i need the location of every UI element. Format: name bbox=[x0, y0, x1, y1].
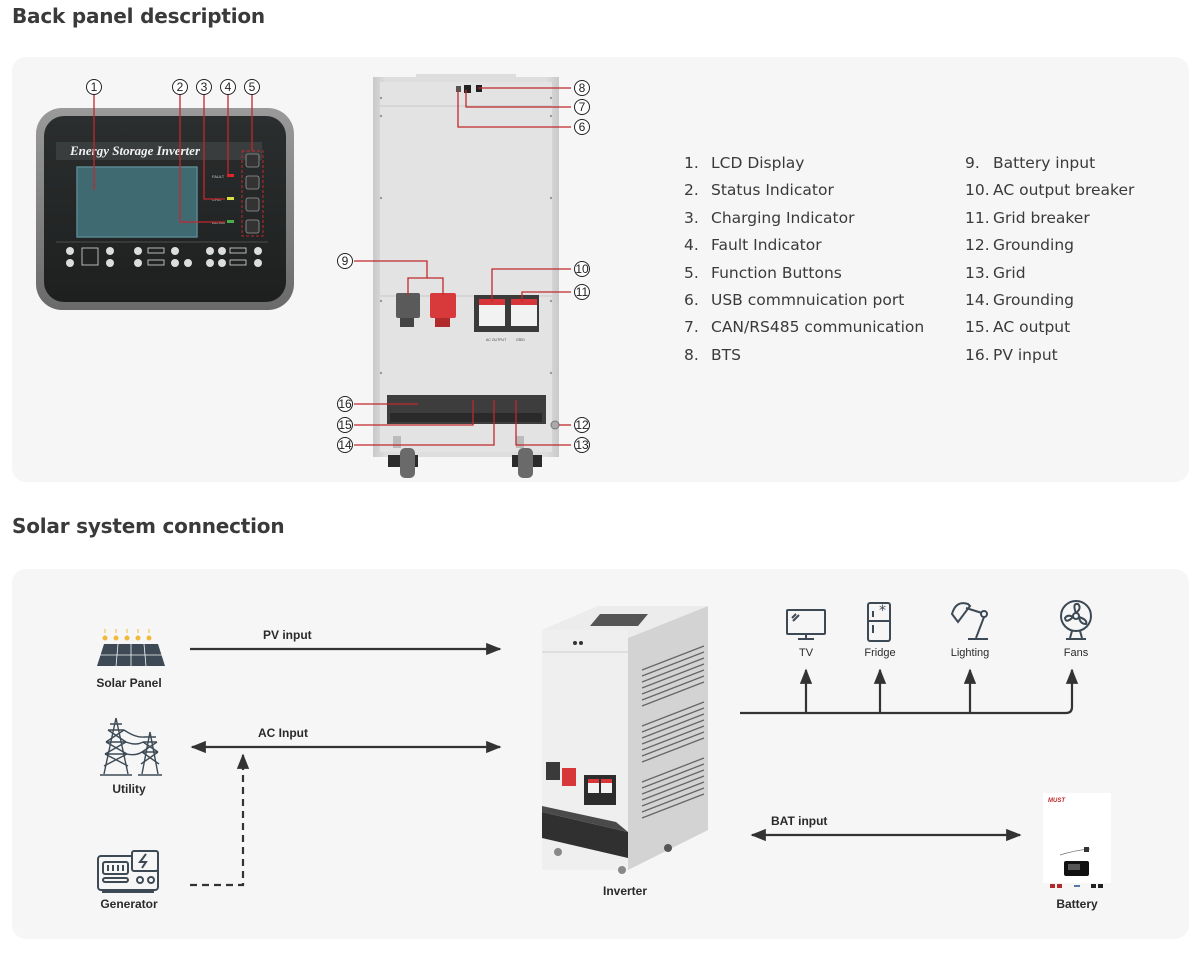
inverter-illustration bbox=[542, 606, 708, 874]
feature-item: 9.Battery input bbox=[965, 154, 1096, 172]
callout-circle-4 bbox=[220, 79, 236, 95]
load-label-fans: Fans bbox=[1063, 647, 1089, 659]
callout-circle-10 bbox=[574, 261, 590, 277]
battery-label: Battery bbox=[1056, 897, 1098, 911]
callout-circle-12 bbox=[574, 417, 590, 433]
fridge-icon: * bbox=[867, 602, 891, 642]
callout-number-9: 9 bbox=[342, 254, 349, 268]
feature-item: 7.CAN/RS485 communication bbox=[684, 318, 925, 337]
callout-number-11: 11 bbox=[576, 285, 589, 299]
solar-panel-label: Solar Panel bbox=[96, 676, 162, 690]
feature-list-right: 9.Battery input 10.AC output breaker 11.… bbox=[965, 152, 1134, 371]
load-label-lighting: Lighting bbox=[950, 647, 990, 659]
feature-item: 16.PV input bbox=[965, 345, 1058, 364]
lcd-panel-illustration: Energy Storage Inverter FAULT CHG AC/INV… bbox=[36, 79, 294, 310]
feature-item: 4.Fault Indicator bbox=[684, 236, 822, 255]
tv-icon bbox=[786, 609, 826, 640]
battery-brand: MUST bbox=[1048, 798, 1066, 804]
button-enter bbox=[245, 219, 260, 234]
callout-circle-1 bbox=[86, 79, 102, 95]
inverter-label: Inverter bbox=[602, 884, 648, 898]
callout-circle-2 bbox=[172, 79, 188, 95]
callout-circle-6 bbox=[574, 119, 590, 135]
breakers: AC OUTPUT GRID bbox=[474, 295, 539, 342]
callout-circle-15 bbox=[337, 417, 353, 433]
callout-number-15: 15 bbox=[338, 418, 352, 432]
lcd-screen bbox=[76, 166, 198, 238]
callout-number-16: 16 bbox=[338, 397, 352, 411]
lamp-icon bbox=[950, 602, 988, 640]
callout-number-13: 13 bbox=[575, 438, 589, 452]
usb-port bbox=[456, 86, 461, 92]
callout-number-6: 6 bbox=[579, 120, 586, 134]
callout-number-14: 14 bbox=[338, 438, 352, 452]
ac-input-label: AC Input bbox=[258, 726, 308, 740]
load-label-tv: TV bbox=[798, 647, 814, 659]
solar-panel-icon bbox=[97, 629, 165, 667]
utility-label: Utility bbox=[112, 782, 146, 796]
pv-input-label: PV input bbox=[263, 628, 312, 642]
callout-circle-3 bbox=[196, 79, 212, 95]
callout-circle-8 bbox=[574, 80, 590, 96]
callout-circle-11 bbox=[574, 284, 590, 300]
button-down bbox=[245, 197, 260, 212]
callout-number-4: 4 bbox=[225, 80, 232, 94]
callout-number-1: 1 bbox=[91, 80, 98, 94]
panel-brand-text: Energy Storage Inverter bbox=[69, 143, 201, 158]
callout-circle-5 bbox=[244, 79, 260, 95]
callout-number-3: 3 bbox=[201, 80, 208, 94]
callout-number-8: 8 bbox=[579, 81, 586, 95]
svg-text:GRID: GRID bbox=[516, 338, 525, 342]
generator-icon bbox=[97, 850, 159, 893]
feature-item: 12.Grounding bbox=[965, 236, 1074, 255]
callout-circle-7 bbox=[574, 99, 590, 115]
fan-icon bbox=[1060, 600, 1092, 640]
button-menu bbox=[245, 153, 260, 168]
svg-text:*: * bbox=[879, 603, 886, 619]
can-rs485-port bbox=[464, 85, 471, 93]
callout-number-12: 12 bbox=[575, 418, 589, 432]
callout-number-5: 5 bbox=[249, 80, 256, 94]
generator-label: Generator bbox=[100, 897, 158, 911]
section-title-solar-connection: Solar system connection bbox=[12, 514, 285, 538]
feature-item: 5.Function Buttons bbox=[684, 263, 842, 282]
load-bus-line bbox=[740, 670, 1074, 715]
mode-icons bbox=[66, 247, 262, 267]
indicator-fault: FAULT bbox=[212, 174, 234, 179]
utility-tower-icon bbox=[100, 717, 162, 776]
feature-list-left: 1.LCD Display 2.Status Indicator 3.Charg… bbox=[684, 152, 924, 371]
feature-item: 6.USB commnuication port bbox=[684, 290, 905, 309]
callout-number-10: 10 bbox=[575, 262, 589, 276]
callout-circle-14 bbox=[337, 437, 353, 453]
feature-item: 8.BTS bbox=[684, 345, 741, 364]
bat-input-label: BAT input bbox=[771, 814, 828, 828]
svg-text:FAULT: FAULT bbox=[212, 174, 225, 179]
feature-item: 13.Grid bbox=[965, 263, 1026, 282]
load-label-fridge: Fridge bbox=[864, 647, 896, 659]
feature-item: 2.Status Indicator bbox=[684, 181, 834, 200]
generator-dashed-line bbox=[190, 753, 250, 887]
feature-item: 15.AC output bbox=[965, 318, 1071, 337]
feature-item: 14.Grounding bbox=[965, 290, 1074, 309]
feature-item: 1.LCD Display bbox=[684, 154, 805, 172]
callout-circle-13 bbox=[574, 437, 590, 453]
button-up bbox=[245, 175, 260, 190]
battery-input-connectors bbox=[396, 293, 456, 327]
callout-circle-16 bbox=[337, 396, 353, 412]
section-title-back-panel: Back panel description bbox=[12, 4, 265, 28]
callout-number-2: 2 bbox=[177, 80, 184, 94]
callout-circle-9 bbox=[337, 253, 353, 269]
casters bbox=[388, 436, 542, 478]
feature-item: 3.Charging Indicator bbox=[684, 208, 855, 227]
battery-illustration: MUST bbox=[1043, 793, 1111, 888]
svg-text:AC OUTPUT: AC OUTPUT bbox=[486, 338, 507, 342]
feature-item: 10.AC output breaker bbox=[965, 181, 1135, 200]
rear-unit-illustration: AC OUTPUT GRID 8 7 6 10 11 12 13 9 16 15 14 bbox=[337, 74, 590, 478]
callout-number-7: 7 bbox=[579, 100, 586, 114]
feature-item: 11.Grid breaker bbox=[965, 208, 1090, 227]
